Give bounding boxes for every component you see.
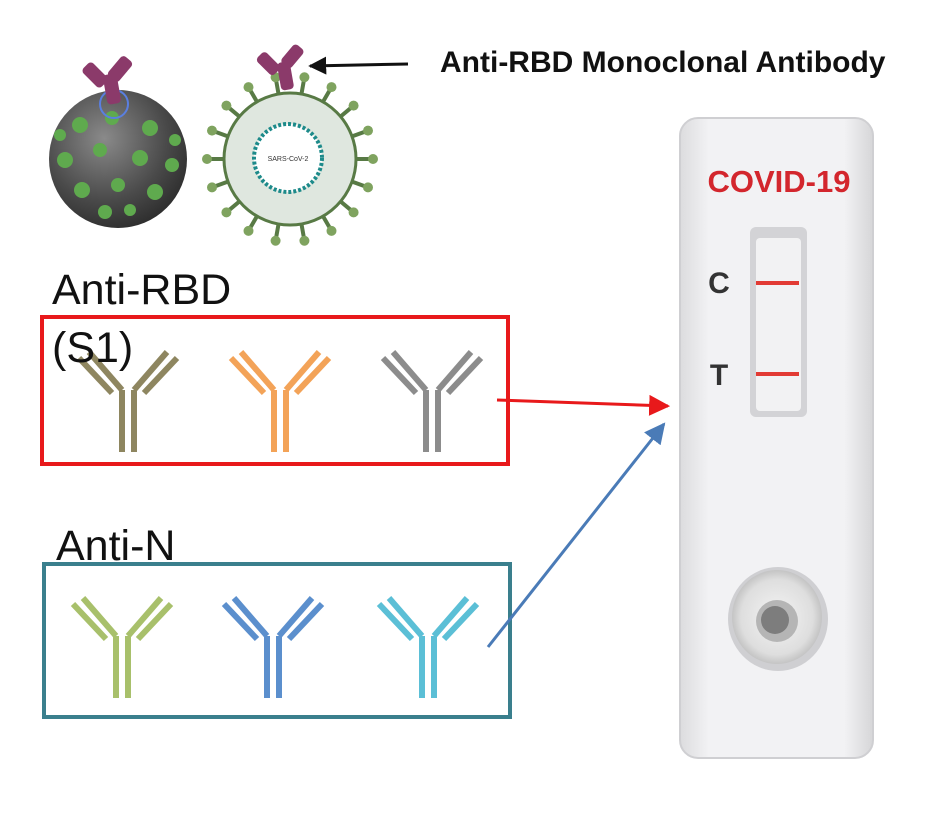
antibody-stroke: [376, 601, 415, 642]
cassette-title: COVID-19: [708, 164, 851, 199]
spike-head: [299, 235, 310, 246]
anti-rbd-antibodies: [76, 350, 484, 452]
spike-head: [207, 125, 218, 136]
antibody-stroke: [380, 355, 419, 396]
nanoparticle-bead: [49, 56, 187, 228]
antibody-stroke: [386, 596, 425, 638]
antibody-stroke: [435, 350, 474, 392]
antibody-stroke: [238, 350, 277, 392]
spike-head: [270, 235, 281, 246]
spike-head: [202, 154, 212, 164]
anti-rbd-group-box: [40, 315, 510, 466]
sample-well: [728, 567, 828, 671]
bead-antibody-icon: [82, 56, 133, 105]
virus-label: SARS-CoV-2: [268, 156, 309, 163]
sars-cov-2-virion: SARS-CoV-2: [202, 44, 378, 246]
antibody-stroke: [276, 596, 315, 638]
spike-head: [221, 207, 232, 218]
spike-head: [362, 125, 373, 136]
spike-head: [221, 100, 232, 111]
antibody-stroke: [441, 601, 480, 642]
antibody-stroke: [231, 596, 270, 638]
test-cassette: COVID-19 C T: [679, 117, 874, 759]
spike-head: [326, 225, 337, 236]
spike-head: [326, 82, 337, 93]
antibody-label: Anti-RBD Monoclonal Antibody: [440, 46, 886, 79]
antibody-stroke: [80, 596, 119, 638]
anti-rbd-arrow: [496, 394, 671, 416]
antibody-icon: [380, 350, 484, 452]
anti-n-arrow: [486, 422, 666, 648]
spike-head: [243, 225, 254, 236]
antibody-stroke: [228, 355, 267, 396]
antibody-icon: [228, 350, 332, 452]
spike-head: [299, 72, 310, 83]
antibody-stroke: [125, 596, 164, 638]
anti-n-title: Anti-N: [56, 522, 176, 570]
antibody-stroke: [390, 350, 429, 392]
spike-head: [348, 207, 359, 218]
antibody-stroke: [431, 596, 470, 638]
antibody-stroke: [283, 350, 322, 392]
anti-rbd-subtitle: (S1): [52, 324, 134, 372]
antibody-stroke: [221, 601, 260, 642]
control-label: C: [708, 267, 730, 300]
test-label: T: [710, 359, 728, 392]
antibody-label-arrow: [308, 56, 409, 75]
antibody-stroke: [86, 350, 125, 392]
anti-rbd-title: Anti-RBD: [52, 266, 232, 314]
spike-head: [207, 182, 218, 193]
antibody-icon: [376, 596, 480, 698]
antibody-stroke: [293, 355, 332, 396]
anti-n-group-box: [42, 562, 512, 719]
result-window: [750, 227, 807, 417]
antibody-icon: [70, 596, 174, 698]
antibody-stroke: [131, 350, 170, 392]
antibody-icon: [76, 350, 180, 452]
virion-antibody-icon: [256, 44, 304, 91]
antibody-stroke: [445, 355, 484, 396]
spike-head: [368, 154, 378, 164]
antibody-stroke: [141, 355, 180, 396]
spike-head: [362, 182, 373, 193]
antibody-icon: [221, 596, 325, 698]
spike-head: [243, 82, 254, 93]
antibody-stroke: [70, 601, 109, 642]
antibody-stroke: [135, 601, 174, 642]
anti-n-antibodies: [70, 596, 480, 698]
spike-head: [348, 100, 359, 111]
antibody-stroke: [76, 355, 115, 396]
antibody-stroke: [286, 601, 325, 642]
